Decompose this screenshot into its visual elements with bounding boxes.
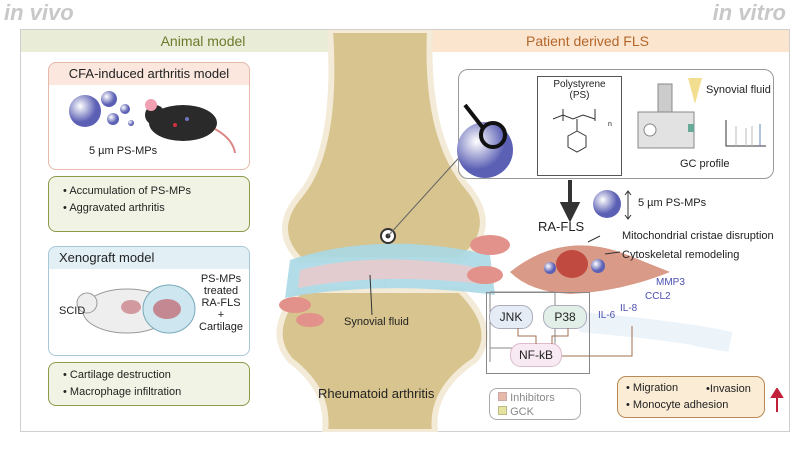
up-arrow-icon (770, 388, 784, 412)
graft-line: + (217, 309, 225, 321)
polystyrene-structure-box: Polystyrene (PS) n (537, 76, 622, 176)
legend-inhibitors: Inhibitors (498, 391, 580, 405)
animal-model-header: Animal model (21, 30, 385, 52)
cfa-particle-label: 5 µm PS-MPs (89, 145, 158, 157)
outcome-label: Invasion (709, 383, 751, 395)
ra-fls-title: RA-FLS (538, 219, 585, 234)
pathway-box (486, 292, 590, 374)
cell-effect: Cytoskeletal remodeling (622, 249, 740, 261)
down-arrow-icon (560, 180, 632, 222)
legend-box: Inhibitors GCK (489, 388, 581, 420)
p38-node: P38 (543, 305, 587, 329)
polymer-abbr: (PS) (569, 90, 590, 101)
cfa-results-box: Accumulation of PS-MPsAggravated arthrit… (48, 176, 250, 232)
polymer-title: Polystyrene (553, 79, 606, 90)
cytokine-mmp3: MMP3 (656, 277, 685, 288)
cfa-result: Accumulation of PS-MPs (63, 183, 249, 200)
xenograft-result: Cartilage destruction (63, 367, 249, 384)
legend-label: GCK (510, 406, 534, 418)
cytokine-ccl2: CCL2 (645, 291, 671, 302)
xenograft-results-box: Cartilage destructionMacrophage infiltra… (48, 362, 250, 406)
mouse-with-particles-illustration (69, 91, 236, 154)
cfa-title: CFA-induced arthritis model (68, 66, 230, 81)
in-vivo-label: in vivo (4, 0, 74, 25)
legend-gck: GCK (498, 405, 580, 419)
graft-line: PS-MPs (200, 273, 242, 285)
joint-illustration (276, 30, 510, 432)
magnified-particle-illustration (457, 103, 513, 178)
in-vitro-label: in vitro (712, 0, 786, 25)
cytokine-il8: IL-8 (620, 303, 638, 314)
outcomes-box: • Migration •Invasion • Monocyte adhesio… (617, 376, 765, 418)
outcome-label: Monocyte adhesion (632, 399, 729, 411)
legend-label: Inhibitors (510, 392, 555, 404)
gc-profile-label: GC profile (680, 158, 730, 170)
analysis-box (458, 69, 774, 179)
polystyrene-structure-icon (552, 109, 595, 153)
cell-effect: Mitochondrial cristae disruption (622, 230, 774, 242)
ra-fls-cell-illustration (489, 235, 733, 362)
inhibitors-swatch (498, 392, 507, 401)
graft-line: RA-FLS (201, 297, 241, 309)
synovial-fluid-sample-label: Synovial fluid (706, 84, 771, 96)
outcome-migration: • Migration (626, 382, 679, 394)
cfa-result: Aggravated arthritis (63, 200, 249, 217)
rheumatoid-arthritis-label: Rheumatoid arthritis (318, 386, 435, 401)
scid-label: SCID (59, 305, 86, 317)
graft-line: treated (203, 285, 239, 297)
subscript-n: n (608, 121, 612, 128)
synovial-fluid-label: Synovial fluid (344, 316, 409, 328)
particle-size-label: 5 µm PS-MPs (638, 197, 707, 209)
gc-instrument-illustration (637, 78, 766, 149)
pathway-arrows (517, 326, 633, 357)
cytokine-il6: IL-6 (598, 310, 616, 321)
xenograft-result: Macrophage infiltration (63, 384, 249, 401)
xenograft-title: Xenograft model (59, 250, 155, 265)
patient-fls-header: Patient derived FLS (386, 30, 789, 52)
jnk-node: JNK (489, 305, 533, 329)
outcome-monocyte-adhesion: • Monocyte adhesion (626, 399, 729, 411)
graft-line: Cartilage (199, 321, 244, 333)
scid-mouse-illustration (76, 284, 196, 334)
outcome-invasion: •Invasion (706, 383, 751, 395)
cfa-model-box: CFA-induced arthritis model 5 µm PS-MPs (48, 62, 250, 170)
outcome-label: Migration (632, 382, 679, 394)
gck-swatch (498, 406, 507, 415)
